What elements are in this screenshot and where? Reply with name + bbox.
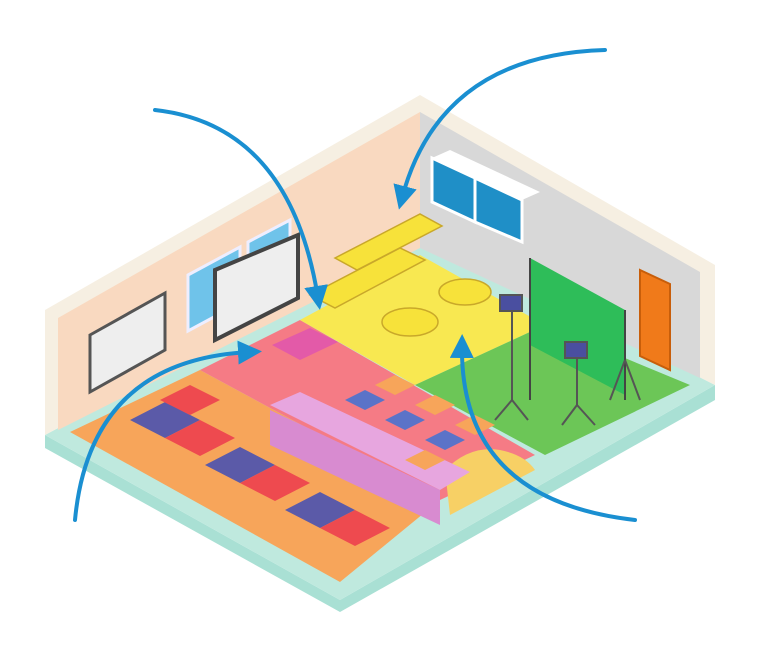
arrow-top-left bbox=[153, 108, 328, 310]
arrow-bottom-left bbox=[73, 340, 262, 522]
floor-cushions bbox=[345, 375, 495, 470]
computer-desks bbox=[308, 213, 492, 337]
wall-cabinets bbox=[430, 150, 540, 245]
arrow-bottom-right bbox=[449, 334, 637, 522]
arrow-top-right bbox=[393, 48, 607, 210]
rug bbox=[445, 449, 535, 515]
interactive-whiteboard bbox=[213, 231, 300, 344]
flow-arrows bbox=[73, 48, 637, 522]
studio-lights bbox=[494, 294, 641, 426]
green-screen bbox=[529, 258, 626, 400]
door bbox=[639, 268, 671, 372]
student-desks bbox=[130, 385, 390, 546]
whiteboard-left bbox=[88, 290, 167, 395]
teacher-desk bbox=[272, 328, 338, 360]
zone-pink-floor bbox=[200, 320, 535, 500]
